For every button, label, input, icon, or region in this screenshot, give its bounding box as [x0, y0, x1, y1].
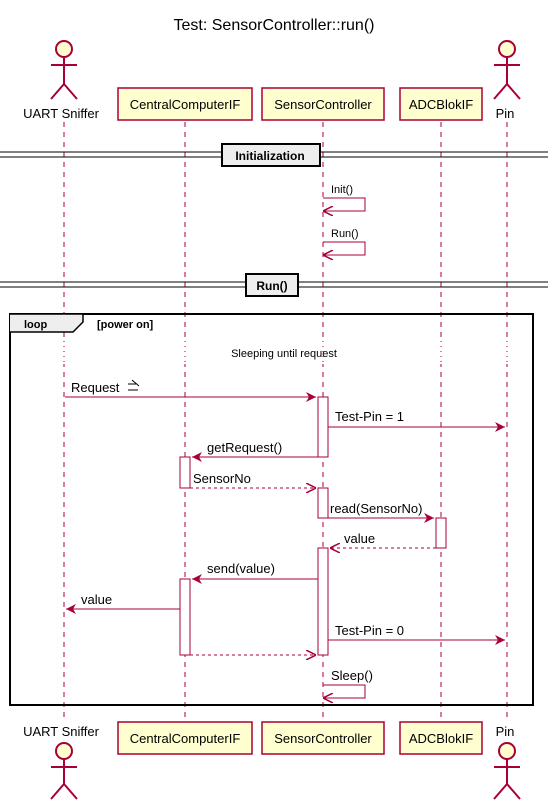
message-label-init: Init()	[331, 184, 353, 196]
participant-box-central-computer-if	[117, 87, 253, 121]
activation-sensor-controller-2	[317, 487, 329, 519]
participant-box-sensor-controller-bottom	[261, 721, 385, 755]
activation-central-computer-if-2	[179, 578, 191, 656]
message-label-test-pin-1: Test-Pin = 1	[335, 409, 404, 424]
participant-label-central-computer-if-bottom: CentralComputerIF	[130, 731, 241, 746]
message-label-run: Run()	[331, 228, 359, 240]
message-label-send-value: send(value)	[207, 561, 275, 576]
participant-label-sensor-controller-bottom: SensorController	[274, 731, 372, 746]
participant-label-pin-bottom: Pin	[496, 724, 515, 739]
actor-uart-sniffer-bottom-icon	[50, 742, 78, 800]
message-value-return: value	[330, 531, 436, 548]
delay-label: Sleeping until request	[231, 348, 337, 360]
activation-sensor-controller-3	[317, 547, 329, 656]
message-request: Request	[65, 379, 316, 402]
activation-central-computer-if-1	[179, 456, 191, 489]
loop-keyword: loop	[24, 319, 47, 331]
delay-sleeping: Sleeping until request	[12, 336, 531, 364]
divider-run: Run()	[0, 273, 548, 297]
actor-uart-sniffer-icon	[50, 40, 78, 100]
participant-label-uart-sniffer-bottom: UART Sniffer	[23, 724, 100, 739]
activation-adc-blok-if	[435, 517, 447, 549]
participants-top: UART Sniffer CentralComputerIF SensorCon…	[23, 40, 521, 121]
loop-guard: [power on]	[97, 319, 154, 331]
message-test-pin-1: Test-Pin = 1	[328, 409, 505, 432]
message-read: read(SensorNo)	[328, 501, 434, 523]
participant-label-sensor-controller: SensorController	[274, 97, 372, 112]
message-label-value-return: value	[344, 531, 375, 546]
message-label-sensor-no: SensorNo	[193, 471, 251, 486]
divider-initialization: Initialization	[0, 143, 548, 167]
diagram-title: Test: SensorController::run()	[174, 17, 375, 34]
message-label-value-uart: value	[81, 592, 112, 607]
participant-label-adc-blok-if-bottom: ADCBlokIF	[409, 731, 473, 746]
loop-fragment: loop [power on]	[9, 313, 534, 706]
lifelines	[63, 122, 508, 718]
message-get-request: getRequest()	[192, 440, 318, 462]
actor-pin-bottom-icon	[493, 742, 521, 800]
activation-sensor-controller-1	[317, 396, 329, 458]
activation-bars	[179, 396, 447, 656]
message-test-pin-0: Test-Pin = 0	[328, 623, 505, 645]
actor-pin-icon	[493, 40, 521, 100]
participant-label-uart-sniffer: UART Sniffer	[23, 106, 100, 121]
async-request-icon	[128, 379, 140, 391]
message-sleep: Sleep()	[323, 668, 373, 698]
participant-box-sensor-controller	[261, 87, 385, 121]
participant-box-adc-blok-if	[399, 87, 483, 121]
message-label-request: Request	[71, 380, 120, 395]
participant-box-central-computer-if-bottom	[117, 721, 253, 755]
message-label-sleep: Sleep()	[331, 668, 373, 683]
participants-bottom: UART Sniffer CentralComputerIF SensorCon…	[23, 721, 521, 800]
participant-label-adc-blok-if: ADCBlokIF	[409, 97, 473, 112]
message-label-test-pin-0: Test-Pin = 0	[335, 623, 404, 638]
divider-label-run: Run()	[256, 279, 287, 293]
message-label-read: read(SensorNo)	[330, 501, 423, 516]
message-value-uart: value	[66, 592, 180, 614]
participant-box-adc-blok-if-bottom	[399, 721, 483, 755]
message-init: Init()	[323, 184, 366, 211]
message-sensor-no: SensorNo	[190, 471, 316, 488]
message-label-get-request: getRequest()	[207, 440, 282, 455]
message-run: Run()	[323, 228, 366, 255]
participant-label-central-computer-if: CentralComputerIF	[130, 97, 241, 112]
participant-label-pin: Pin	[496, 106, 515, 121]
message-send-value: send(value)	[192, 561, 318, 584]
divider-label-initialization: Initialization	[235, 149, 304, 163]
